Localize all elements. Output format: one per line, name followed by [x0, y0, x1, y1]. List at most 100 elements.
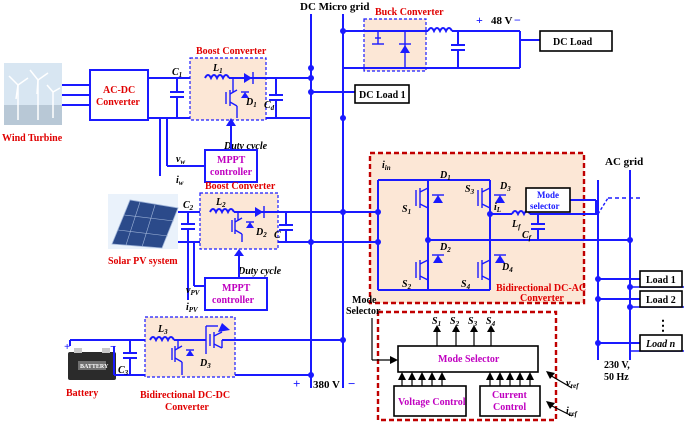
l1-label: L1 [212, 63, 223, 75]
c1-label: C1 [172, 67, 182, 79]
mppt-controller-1-box [204, 149, 258, 183]
ctrl-s1-label: S1 [432, 316, 441, 328]
v48-label: 48 V [491, 15, 513, 27]
s3-label: S3 [465, 184, 475, 196]
bus-plus-sign: + [293, 376, 300, 391]
load-dots: ⋮ [656, 319, 670, 334]
load-n-label: Load n [645, 339, 676, 350]
mode-selector-small-1: Mode [537, 190, 559, 200]
bus-voltage-label: 380 V [313, 379, 340, 391]
duty-cycle-label-2: Duty cycle [237, 266, 282, 277]
battery-label: Battery [66, 388, 98, 399]
s4-label: S4 [461, 279, 471, 291]
v230-label: 230 V, [604, 360, 630, 371]
bidir-dcac-box [368, 151, 586, 305]
bidir-dcac-title-2: Converter [520, 293, 564, 304]
mode-selector-left-2: Selector [346, 306, 381, 317]
lf-label: Lf [511, 219, 521, 231]
mppt-2-line2: controller [212, 295, 255, 306]
vref-label: vref [566, 378, 579, 390]
vw-label: vw [176, 154, 185, 166]
bidir-dcdc-title-2: Converter [165, 402, 209, 413]
dc-load-label: DC Load [553, 37, 593, 48]
di1-label: D1 [439, 170, 451, 182]
c-label: C [274, 230, 281, 241]
il-label: iL [494, 202, 501, 214]
buck-converter-title: Buck Converter [375, 7, 444, 18]
inverter-circuit [311, 179, 630, 291]
c2-label: C2 [183, 200, 194, 212]
di4-label: D4 [501, 262, 513, 274]
ac-dc-converter-label-2: Converter [96, 97, 140, 108]
load-1-label: Load 1 [646, 275, 676, 286]
vpv-label: vPV [186, 285, 201, 297]
boost-converter-mid-title: Boost Converter [205, 181, 276, 192]
current-control-label-2: Control [493, 402, 526, 413]
bus-minus-sign: − [348, 376, 355, 391]
dc-load-plus: + [476, 13, 483, 27]
cd-label: Cd [264, 100, 275, 112]
ctrl-s4-label: S4 [486, 316, 496, 328]
di2-label: D2 [439, 242, 451, 254]
dc-bus [310, 14, 344, 388]
voltage-control-label: Voltage Control [398, 397, 466, 408]
ac-dc-converter-box [89, 69, 149, 121]
mppt-2-line1: MPPT [222, 283, 251, 294]
load-2-box [639, 290, 683, 308]
mode-selector-left-1: Mode [352, 295, 377, 306]
voltage-control-box [393, 385, 467, 417]
wind-turbine-image [4, 63, 62, 125]
control-to-selector-arrows [398, 372, 534, 386]
iw-label: iw [176, 175, 184, 187]
l2-label: L2 [215, 197, 226, 209]
mode-selector-small-2: selector [530, 201, 559, 211]
mode-selector-big-label: Mode Selector [438, 354, 500, 365]
l3-label: L3 [157, 324, 168, 336]
dc-microgrid-title: DC Micro grid [300, 1, 369, 13]
s1-label: S1 [402, 204, 411, 216]
ac-grid-switch [597, 170, 640, 360]
switch-signal-arrows [433, 325, 495, 346]
ac-dc-converter-label-1: AC-DC [103, 85, 135, 96]
hz50-label: 50 Hz [604, 372, 629, 383]
mid-boost-converter [178, 192, 343, 300]
iin-label: iin [382, 160, 391, 172]
mode-selector-big-box [397, 345, 539, 373]
wind-turbine-label: Wind Turbine [2, 133, 63, 144]
load-1-box [639, 270, 683, 288]
battery-tag: BATTERY [80, 364, 109, 370]
bidir-dcac-title-1: Bidirectional DC-AC [496, 283, 586, 294]
ctrl-s2-label: S2 [450, 316, 460, 328]
d1-label: D1 [245, 97, 257, 109]
solar-panel-image [108, 194, 179, 249]
mode-selector-small-box [525, 187, 571, 213]
ctrl-s3-label: S3 [468, 316, 478, 328]
d3-label: D3 [199, 358, 211, 370]
dc-load-box [539, 30, 613, 52]
cf-label: Cf [522, 230, 532, 242]
top-boost-converter [148, 57, 311, 176]
boost-converter-top-title: Boost Converter [196, 46, 267, 57]
battery-image [68, 348, 116, 380]
ipv-label: iPV [186, 302, 199, 314]
dc-load-minus: − [514, 13, 521, 27]
current-control-box [479, 385, 541, 417]
current-control-label-1: Current [492, 390, 527, 401]
bidir-dcdc-converter [69, 316, 343, 378]
di3-label: D3 [499, 181, 511, 193]
solar-pv-label: Solar PV system [108, 256, 178, 267]
iref-label: iref [566, 406, 578, 418]
load-2-label: Load 2 [646, 295, 676, 306]
dc-load-1-label: DC Load 1 [359, 90, 406, 101]
load-n-box [639, 334, 683, 352]
s2-label: S2 [402, 279, 412, 291]
mppt-1-line1: MPPT [217, 155, 246, 166]
wind-to-acdc-wires [62, 84, 90, 106]
mppt-controller-2-box [204, 277, 268, 311]
mppt-1-line2: controller [210, 167, 253, 178]
duty-cycle-label-1: Duty cycle [223, 141, 268, 152]
dc-load-1-box [354, 84, 410, 104]
battery-plus: + [64, 341, 70, 353]
bidir-dcdc-title-1: Bidirectional DC-DC [140, 390, 230, 401]
